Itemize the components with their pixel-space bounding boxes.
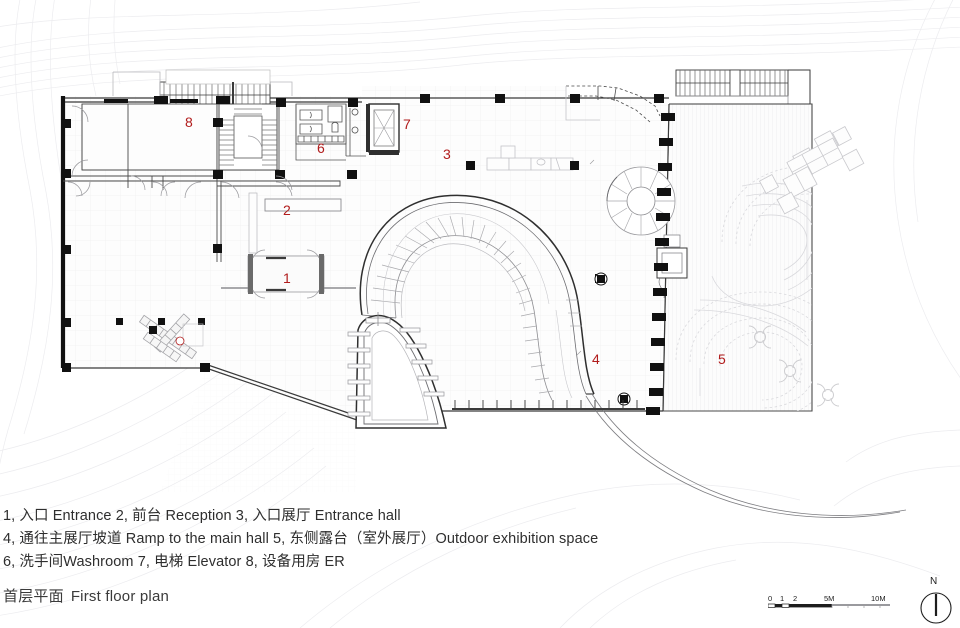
north-letter: N bbox=[930, 576, 938, 587]
svg-text:2: 2 bbox=[793, 594, 797, 603]
roof-overhang bbox=[112, 71, 293, 96]
legend-line-2: 4, 通往主展厅坡道 Ramp to the main hall 5, 东侧露台… bbox=[3, 531, 599, 547]
dimension-ticks bbox=[576, 159, 595, 356]
room-tag-1: 1 bbox=[283, 270, 291, 286]
terrace-furniture bbox=[758, 125, 865, 215]
scale-bar-graphic bbox=[767, 603, 890, 608]
scale-bar: 0 1 2 5M 10M bbox=[767, 592, 893, 618]
ne-stairs bbox=[669, 69, 811, 105]
legend: 1, 入口 Entrance 2, 前台 Reception 3, 入口展厅 E… bbox=[3, 505, 703, 574]
room-tag-6: 6 bbox=[317, 140, 325, 156]
entrance-hall-furniture bbox=[486, 145, 574, 171]
lobby-partitions bbox=[295, 104, 366, 161]
svg-text:0: 0 bbox=[768, 594, 772, 603]
plan-title: 首层平面 First floor plan bbox=[3, 585, 169, 606]
svg-text:10M: 10M bbox=[871, 594, 886, 603]
entrance-vestibule bbox=[221, 249, 356, 299]
svg-text:1: 1 bbox=[780, 594, 784, 603]
ramp-tail-curve bbox=[585, 393, 907, 518]
scale-bar-labels: 0 1 2 5M 10M bbox=[768, 594, 886, 603]
washroom-block bbox=[295, 103, 347, 145]
room-tag-2: 2 bbox=[283, 202, 291, 218]
plan-title-cn: 首层平面 bbox=[3, 588, 64, 605]
spiral-staircase bbox=[606, 166, 676, 236]
central-stair bbox=[218, 103, 278, 171]
room-tag-4: 4 bbox=[592, 351, 600, 367]
svg-text:5M: 5M bbox=[824, 594, 834, 603]
room-tag-5: 5 bbox=[718, 351, 726, 367]
site-paving bbox=[160, 368, 356, 492]
room-tag-3: 3 bbox=[443, 146, 451, 162]
sw-site-feature bbox=[138, 313, 204, 363]
curved-ramp bbox=[359, 194, 595, 401]
room-tag-8: 8 bbox=[185, 114, 193, 130]
north-arrow: N bbox=[915, 576, 957, 626]
reception-desk bbox=[248, 192, 342, 254]
south-railing bbox=[452, 400, 645, 410]
legend-line-3: 6, 洗手间Washroom 7, 电梯 Elevator 8, 设备用房 ER bbox=[3, 554, 345, 570]
north-stairs-right bbox=[232, 82, 234, 108]
structural-columns bbox=[62, 94, 675, 415]
door-swings bbox=[67, 105, 293, 199]
tree-symbols bbox=[748, 325, 840, 407]
room-tag-7: 7 bbox=[403, 116, 411, 132]
elevator-core bbox=[366, 103, 400, 155]
plan-title-en: First floor plan bbox=[70, 588, 170, 605]
pod-volume bbox=[347, 312, 447, 429]
upper-ramp-dashed bbox=[565, 85, 661, 123]
legend-line-1: 1, 入口 Entrance 2, 前台 Reception 3, 入口展厅 E… bbox=[3, 508, 401, 524]
north-openings bbox=[104, 99, 198, 103]
